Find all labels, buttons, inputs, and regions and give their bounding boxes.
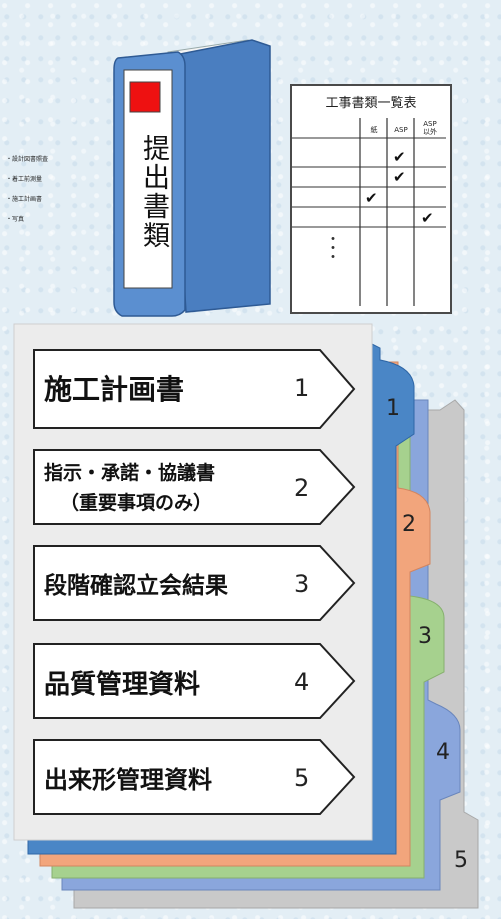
arrow-box-4 bbox=[33, 643, 356, 719]
item-title-3: 段階確認立会結果 bbox=[44, 573, 228, 599]
sheet-col-non-asp: ASP 以外 bbox=[423, 120, 437, 136]
sheet-col-paper: 紙 bbox=[370, 126, 378, 134]
arrow-box-1 bbox=[33, 349, 356, 429]
tab-label-5: 5 bbox=[454, 848, 468, 873]
checklist-sheet: 工事書類一覧表 bbox=[290, 84, 452, 314]
check-mark-icon: ✔ bbox=[365, 189, 378, 207]
item-title-2-line2: （重要事項のみ） bbox=[60, 492, 213, 514]
sheet-row-label: ・施工計画書 bbox=[6, 196, 43, 203]
arrow-box-5 bbox=[33, 739, 356, 815]
sheet-col-asp: ASP bbox=[394, 126, 408, 134]
binder-spine-label: 提出書類 bbox=[138, 134, 169, 250]
tab-label-3: 3 bbox=[418, 624, 432, 649]
item-title-1: 施工計画書 bbox=[44, 373, 185, 406]
arrow-box-3 bbox=[33, 545, 356, 621]
item-number-3: 3 bbox=[294, 570, 310, 598]
sheet-row-label: ・設計図書照査 bbox=[6, 156, 49, 163]
sheet-title: 工事書類一覧表 bbox=[325, 96, 417, 111]
arrow-box-2 bbox=[33, 449, 356, 525]
check-mark-icon: ✔ bbox=[421, 209, 434, 227]
sheet-row-label: ・写真 bbox=[6, 216, 25, 223]
tab-label-4: 4 bbox=[436, 740, 450, 765]
check-mark-icon: ✔ bbox=[393, 168, 406, 186]
sheet-row-label: ・着工前測量 bbox=[6, 176, 43, 183]
item-number-4: 4 bbox=[294, 668, 310, 696]
item-title-2-line1: 指示・承諾・協議書 bbox=[44, 462, 216, 484]
item-number-2: 2 bbox=[294, 474, 310, 502]
sheet-continuation-dots: ・ ・ ・ bbox=[326, 232, 340, 266]
item-title-5: 出来形管理資料 bbox=[44, 766, 212, 794]
tab-label-1: 1 bbox=[386, 396, 400, 421]
item-number-1: 1 bbox=[294, 374, 310, 402]
check-mark-icon: ✔ bbox=[393, 148, 406, 166]
item-number-5: 5 bbox=[294, 764, 310, 792]
tab-label-2: 2 bbox=[402, 512, 416, 537]
item-title-4: 品質管理資料 bbox=[44, 670, 201, 700]
